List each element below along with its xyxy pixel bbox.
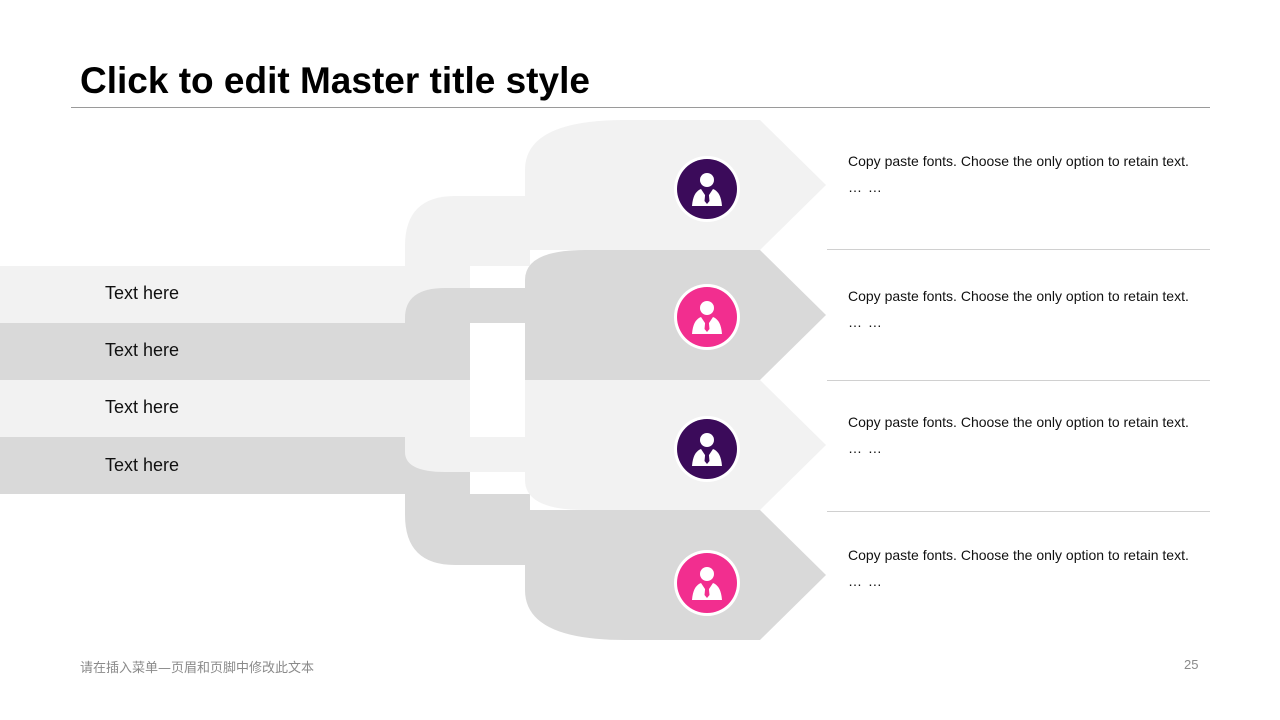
connector-1 (405, 196, 530, 266)
connector-2 (405, 288, 530, 323)
description-text: Copy paste fonts. Choose the only option… (848, 153, 1189, 169)
businessman-icon (674, 416, 740, 482)
band-1 (0, 266, 470, 323)
footer-text[interactable]: 请在插入菜单—页眉和页脚中修改此文本 (80, 661, 315, 676)
band-label[interactable]: Text here (105, 340, 180, 360)
item-description[interactable]: Copy paste fonts. Choose the only option… (848, 542, 1193, 594)
businessman-icon (674, 550, 740, 616)
ellipsis-text: … … (848, 440, 883, 456)
item-description[interactable]: Copy paste fonts. Choose the only option… (848, 283, 1193, 335)
connector-4 (405, 494, 530, 565)
item-divider (827, 249, 1210, 250)
item-description[interactable]: Copy paste fonts. Choose the only option… (848, 409, 1193, 461)
description-text: Copy paste fonts. Choose the only option… (848, 547, 1189, 563)
ellipsis-text: … … (848, 314, 883, 330)
item-divider (827, 380, 1210, 381)
connector-3 (405, 437, 530, 472)
businessman-icon (674, 156, 740, 222)
ellipsis-text: … … (848, 573, 883, 589)
band-3 (0, 380, 470, 437)
item-description[interactable]: Copy paste fonts. Choose the only option… (848, 148, 1193, 200)
page-number: 25 (1184, 657, 1199, 672)
description-text: Copy paste fonts. Choose the only option… (848, 288, 1189, 304)
slide-title[interactable]: Click to edit Master title style (80, 60, 590, 101)
band-4 (0, 437, 470, 494)
ellipsis-text: … … (848, 179, 883, 195)
item-divider (827, 511, 1210, 512)
description-text: Copy paste fonts. Choose the only option… (848, 414, 1189, 430)
band-label[interactable]: Text here (105, 455, 180, 475)
band-label[interactable]: Text here (105, 283, 180, 303)
band-label[interactable]: Text here (105, 397, 180, 417)
band-2 (0, 323, 470, 380)
businessman-icon (674, 284, 740, 350)
title-divider (71, 107, 1210, 108)
